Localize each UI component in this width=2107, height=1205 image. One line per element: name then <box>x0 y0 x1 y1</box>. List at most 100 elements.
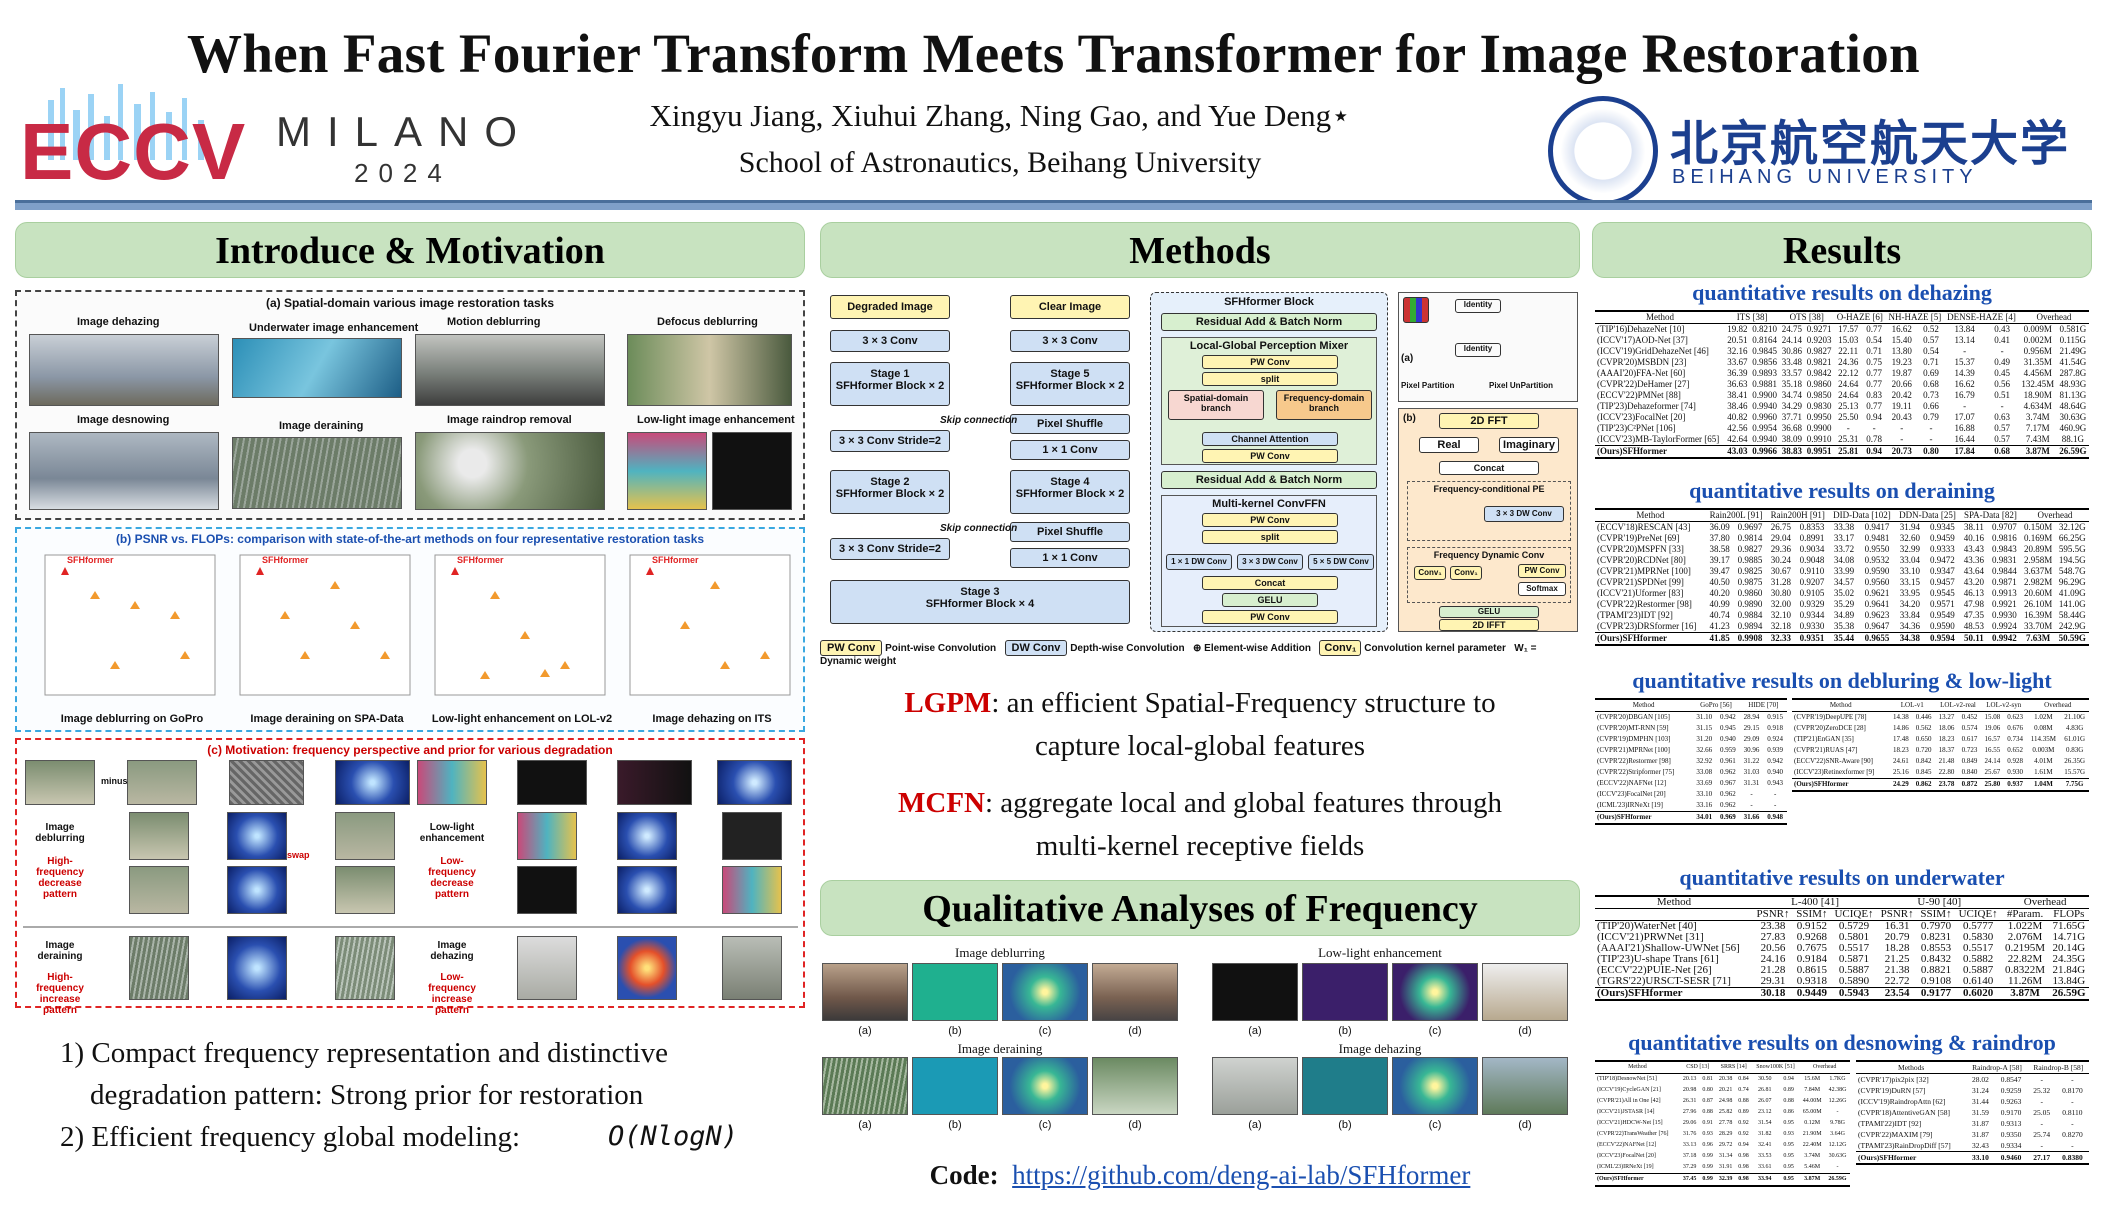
table-cell: 34.36 <box>1899 621 1920 631</box>
table-cell: 3.637M <box>2024 566 2053 576</box>
stride-conv-block: 3 × 3 Conv Stride=2 <box>830 538 950 560</box>
clear-image-block: Clear Image <box>1010 295 1130 319</box>
table-cell: 35.29 <box>1833 599 1855 609</box>
table-cell: 0.68 <box>1923 379 1939 389</box>
table-cell: 0.9034 <box>1799 544 1825 554</box>
table-cell: 0.9184 <box>1796 953 1827 965</box>
table-cell: 3.74M <box>2025 412 2050 422</box>
table-cell: 40.20 <box>1709 588 1730 598</box>
degraded-image-block: Degraded Image <box>830 295 950 319</box>
table-cell: 194.5G <box>2058 555 2086 565</box>
table-cell: - <box>1963 346 1967 356</box>
fig-a-title: (a) Spatial-domain various image restora… <box>265 296 555 310</box>
table-cell: 19.11 <box>1891 401 1912 411</box>
table-cell: 21.25 <box>1884 953 1910 965</box>
degradation-label: Image deblurring <box>35 822 85 844</box>
table-cell: 0.5943 <box>1830 987 1878 1001</box>
table-cell: 13.80 <box>1891 346 1912 356</box>
table-cell: (CVPR'23)DRSformer [16] <box>1597 621 1697 631</box>
table-cell: - <box>2000 401 2004 411</box>
table-cell: 24.14 <box>1984 757 2001 765</box>
table-cell: 0.734 <box>2007 735 2024 743</box>
table-cell: 33.10 <box>1696 790 1713 798</box>
table-cell: 0.9940 <box>1752 434 1778 444</box>
table-cell: 0.63 <box>1994 412 2010 422</box>
column-header: Raindrop-A [58] <box>1966 1061 2028 1074</box>
table-cell: (ICCV'23)FocalNet [20] <box>1597 790 1666 798</box>
table-cell: (CVPR'19)PreNet [69] <box>1597 533 1680 543</box>
table-cell: 595.5G <box>2058 544 2086 554</box>
table-cell: (CVPR'22)TransWeather [76] <box>1597 1131 1669 1137</box>
table-cell: 0.948 <box>1763 811 1787 825</box>
affiliation: School of Astronautics, Beihang Universi… <box>738 146 1262 179</box>
table-cell: 0.9259 <box>2000 1086 2022 1095</box>
table-cell: 0.8821 <box>1920 964 1952 976</box>
table-cell: 0.8615 <box>1796 964 1827 976</box>
table-cell: 2.982M <box>2024 577 2053 587</box>
swap-label: swap <box>287 850 310 860</box>
table-cell: 0.8553 <box>1920 942 1952 954</box>
table-cell: 33.84 <box>1899 610 1920 620</box>
table-cell: 0.9350 <box>2000 1130 2022 1139</box>
table-cell: 0.9856 <box>1752 357 1778 367</box>
table-cell: 0.89 <box>1783 1087 1794 1093</box>
code-link[interactable]: https://github.com/deng-ai-lab/SFHformer <box>1012 1160 1471 1190</box>
table-cell: 25.31 <box>1838 434 1859 444</box>
pixel-grid-icon <box>1403 297 1429 323</box>
table-cell: 0.9344 <box>1799 610 1825 620</box>
column-header: CSD [13] <box>1679 1061 1716 1074</box>
table-cell: 0.9921 <box>1992 599 2017 609</box>
table-cell: 0.9821 <box>1806 357 1832 367</box>
table-cell: 18.90M <box>2023 390 2052 400</box>
table-cell: 16.55 <box>1984 746 2001 754</box>
table-cell: 16.88 <box>1954 423 1975 433</box>
column-subheader: PSNR↑ <box>1877 908 1918 921</box>
qual-spectrum <box>1002 963 1088 1021</box>
table-cell: 0.94 <box>1866 412 1882 422</box>
table-cell: 0.5517 <box>1838 942 1870 954</box>
table-cell: 0.66 <box>1923 401 1939 411</box>
fcpe-block: Frequency-conditional PE 3 × 3 DW Conv <box>1407 481 1571 541</box>
table-cell: 32.43 <box>1971 1141 1989 1150</box>
table-cell: 29.06 <box>1682 1120 1697 1126</box>
table-cell: 0.5887 <box>1838 964 1870 976</box>
table-cell: 0.43 <box>1994 324 2010 334</box>
table-cell: 26.35G <box>2064 757 2086 765</box>
table-cell: 33.04 <box>1899 555 1920 565</box>
table-cell: (TIP'21)EnGAN [35] <box>1794 735 1854 743</box>
table-cell: 0.849 <box>1961 757 1978 765</box>
table-cell: 33.53 <box>1757 1153 1772 1159</box>
table-cell: 1.02M <box>2034 713 2053 721</box>
table-cell: 31.15 <box>1696 724 1713 732</box>
table-cell: 0.9621 <box>1864 588 1890 598</box>
table-cell: 24.35G <box>2052 953 2086 965</box>
table-cell: 16.44 <box>1954 434 1975 444</box>
clear-photo <box>25 760 95 805</box>
table-cell: 23.12 <box>1757 1109 1772 1115</box>
table-cell: 16.62 <box>1891 324 1912 334</box>
table-cell: 30.96 <box>1743 746 1760 754</box>
stride-conv-block: 3 × 3 Conv Stride=2 <box>830 430 950 452</box>
table-cell: 0.77 <box>1866 324 1882 334</box>
table-cell: - <box>2071 1075 2074 1084</box>
table-cell: 0.9860 <box>1737 588 1763 598</box>
table-cell: 38.41 <box>1727 390 1748 400</box>
qual-photo <box>1092 1057 1178 1115</box>
table-cell: - <box>1929 423 1933 433</box>
swapped-photo <box>335 866 395 914</box>
table-cell: (CVPR'21)All in One [42] <box>1597 1098 1661 1104</box>
table-cell: 26.07 <box>1757 1098 1772 1104</box>
table-cell: 27.83 <box>1760 931 1786 943</box>
table-cell: 0.962 <box>1719 801 1736 809</box>
